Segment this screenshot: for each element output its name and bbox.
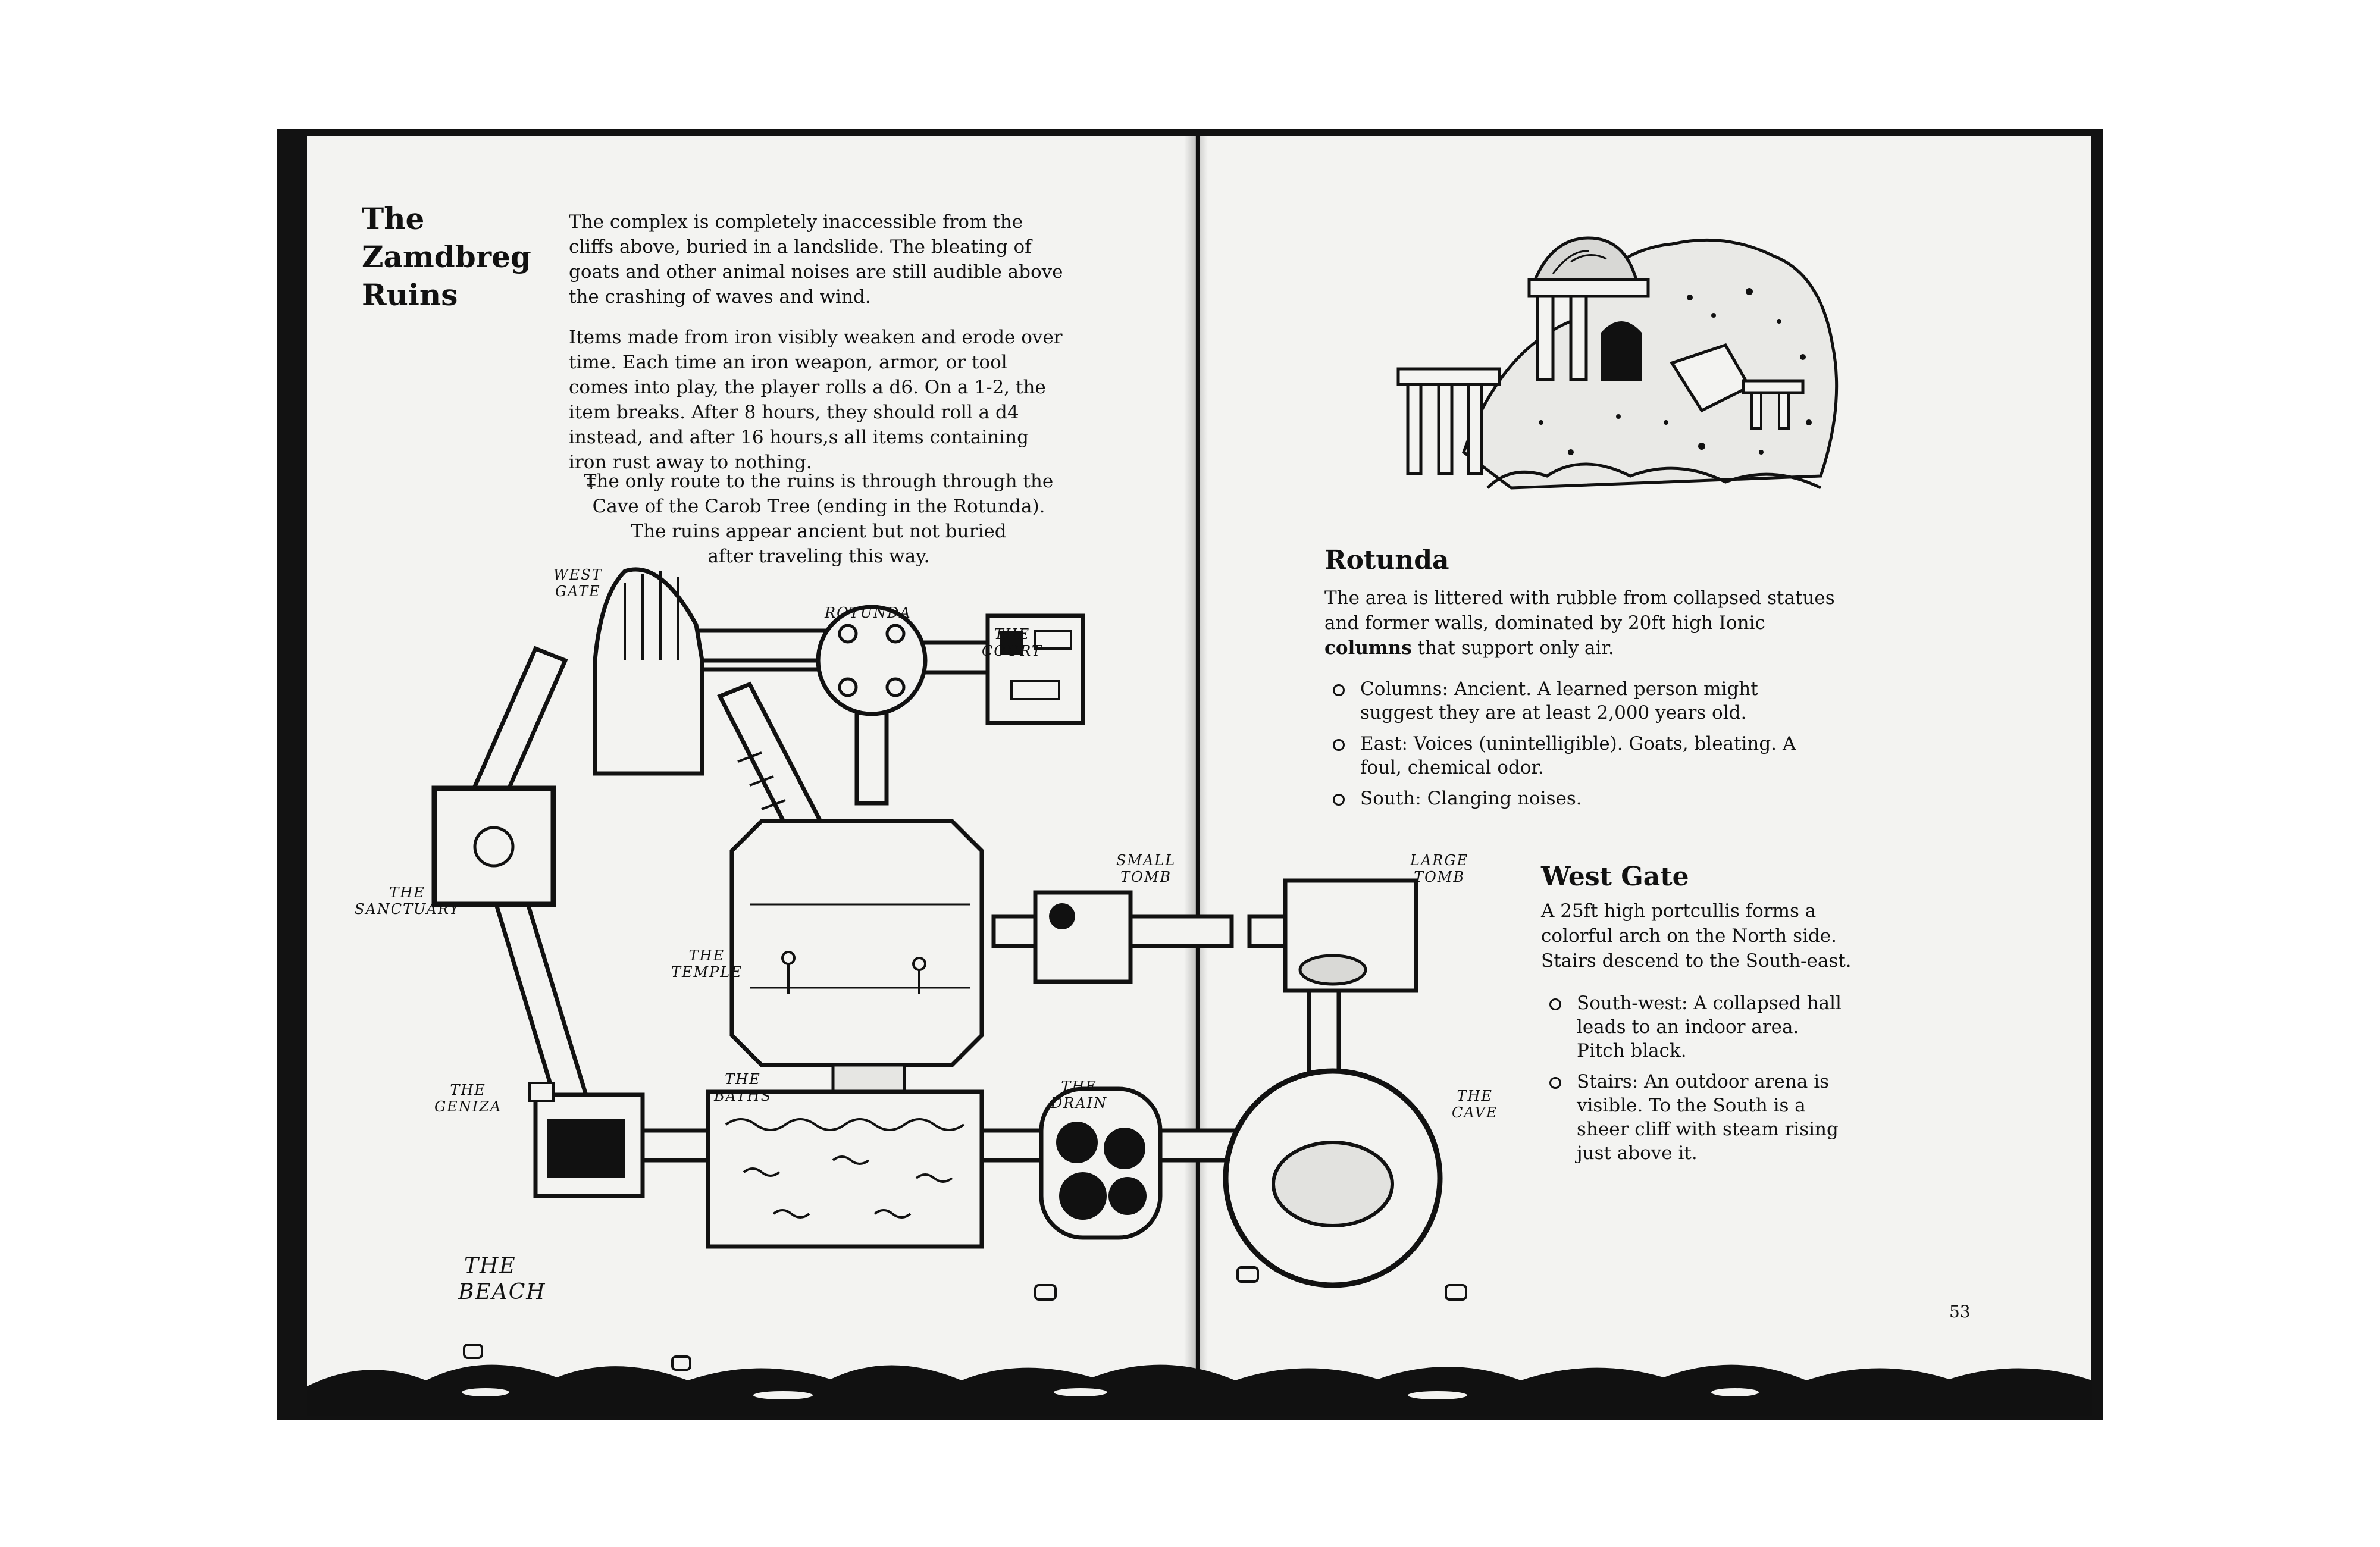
circle-bullet-icon — [1333, 684, 1345, 696]
west-gate-description: A 25ft high portcullis forms a colorful … — [1541, 900, 1852, 972]
small-tomb-room — [1033, 890, 1133, 984]
label-line: THE — [688, 947, 725, 964]
title-line: Zamdbreg — [362, 239, 531, 274]
label-line: THE — [464, 1254, 516, 1278]
rotunda-heading: Rotunda — [1324, 545, 1449, 575]
ruins-illustration — [1396, 236, 1839, 490]
label-line: CAVE — [1452, 1104, 1498, 1121]
double-dagger-icon: ‡ — [587, 471, 596, 492]
bullet-text: South: Clanging noises. — [1360, 788, 1582, 809]
label-line: TOMB — [1120, 869, 1172, 885]
label-line: THE — [725, 1071, 761, 1088]
rotunda-description: The area is littered with rubble from co… — [1324, 585, 1836, 660]
temple-room — [729, 819, 984, 1067]
bullet-south: South: Clanging noises. — [1324, 787, 1836, 810]
rotunda-room — [816, 605, 928, 716]
page-title: The Zamdbreg Ruins — [362, 200, 531, 314]
label-line: BEACH — [458, 1280, 546, 1304]
note-line: The ruins appear ancient but not buried — [631, 521, 1007, 542]
bullet-text: East: Voices (unintelligible). Goats, bl… — [1360, 733, 1796, 778]
label-line: BATHS — [714, 1088, 772, 1104]
shoreline-waves — [307, 1364, 2092, 1416]
iron-rule-paragraph: Items made from iron visibly weaken and … — [569, 327, 1063, 473]
note-line: after traveling this way. — [707, 546, 930, 567]
note-line: Cave of the Carob Tree (ending in the Ro… — [592, 496, 1045, 517]
page-number: 53 — [1949, 1302, 1971, 1321]
title-line: Ruins — [362, 277, 458, 312]
label-line: DRAIN — [1051, 1095, 1108, 1111]
west-gate-bullet-list: South-west: A collapsed hall leads to an… — [1541, 991, 1850, 1172]
label-line: GENIZA — [434, 1098, 502, 1115]
label-line: SMALL — [1116, 852, 1176, 869]
label-line: LARGE — [1410, 852, 1469, 869]
label-line: THE — [1457, 1088, 1493, 1104]
bullet-text: Columns: Ancient. A learned person might… — [1360, 678, 1758, 724]
book-gutter — [1184, 136, 1208, 1415]
label-line: ROTUNDA — [825, 605, 912, 621]
bullet-east: East: Voices (unintelligible). Goats, bl… — [1324, 732, 1836, 779]
columns-keyword: columns — [1324, 637, 1412, 659]
label-line: THE — [994, 626, 1031, 643]
title-line: The — [362, 201, 425, 236]
west-gate-heading: West Gate — [1541, 862, 1689, 892]
circle-bullet-icon — [1333, 794, 1345, 806]
rotunda-bullet-list: Columns: Ancient. A learned person might… — [1324, 677, 1836, 818]
label-line: WEST — [553, 566, 603, 583]
circle-bullet-icon — [1549, 998, 1561, 1010]
bullet-south-west: South-west: A collapsed hall leads to an… — [1541, 991, 1850, 1063]
rotunda-text-start: The area is littered with rubble from co… — [1324, 587, 1835, 634]
label-line: THE — [450, 1082, 486, 1098]
west-gate-room — [593, 567, 704, 776]
bullet-text: Stairs: An outdoor arena is visible. To … — [1577, 1071, 1839, 1164]
label-line: THE — [389, 884, 425, 901]
circle-bullet-icon — [1333, 739, 1345, 751]
label-line: SANCTUARY — [355, 901, 461, 917]
circle-bullet-icon — [1549, 1077, 1561, 1089]
intro-paragraph: The complex is completely inaccessible f… — [569, 211, 1063, 308]
rotunda-text-end: that support only air. — [1411, 637, 1614, 659]
note-line: The only route to the ruins is through t… — [584, 471, 1054, 492]
map-label-rotunda: ROTUNDA — [825, 605, 912, 621]
bullet-text: South-west: A collapsed hall leads to an… — [1577, 992, 1842, 1061]
label-line: TEMPLE — [671, 964, 743, 981]
dungeon-map — [431, 567, 1467, 1371]
sanctuary-room — [431, 785, 556, 907]
label-line: GATE — [555, 583, 601, 600]
label-line: TOMB — [1414, 869, 1465, 885]
bullet-stairs: Stairs: An outdoor arena is visible. To … — [1541, 1070, 1850, 1165]
label-line: THE — [1061, 1078, 1097, 1095]
bullet-columns: Columns: Ancient. A learned person might… — [1324, 677, 1836, 725]
route-note: ‡ The only route to the ruins is through… — [569, 469, 1069, 569]
label-line: COURT — [982, 643, 1042, 659]
